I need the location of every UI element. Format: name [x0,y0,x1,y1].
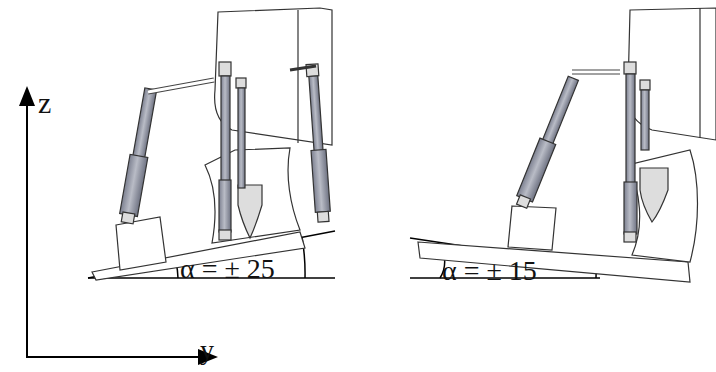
axes [19,86,218,365]
axis-label: y [200,336,214,364]
axis-label: z [38,88,51,118]
left-mechanism [88,8,335,280]
angle-label: α = ± 25 [180,255,275,283]
right-mechanism [410,8,716,282]
angle-label: α = ± 15 [442,257,537,285]
